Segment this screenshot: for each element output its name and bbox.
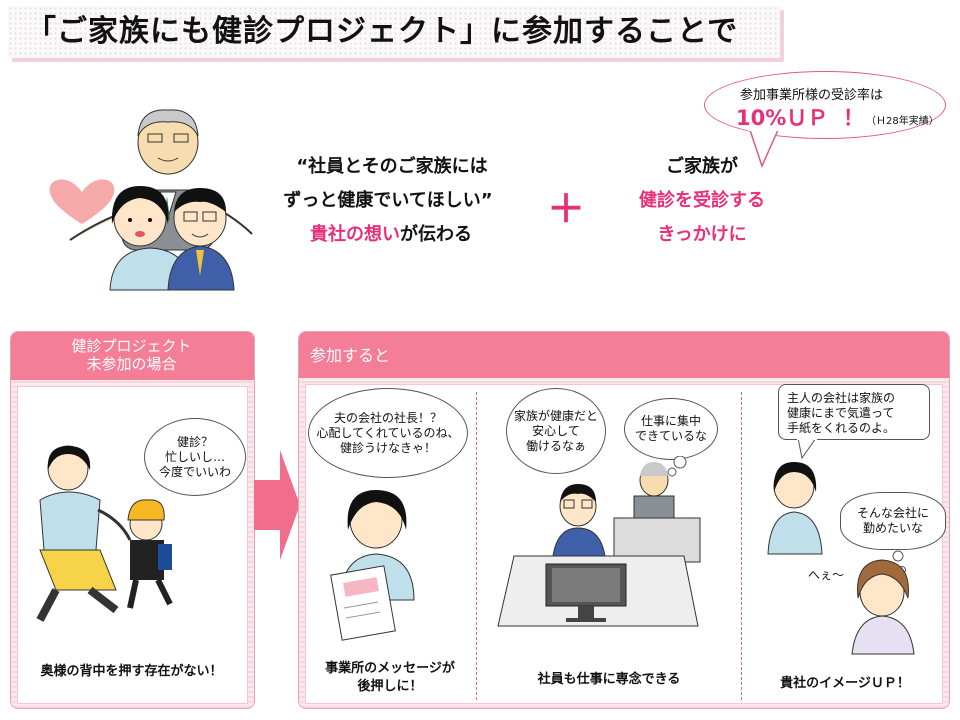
panel-left-caption: 奥様の背中を押す存在がない！ <box>40 664 223 679</box>
speech-box-tail <box>797 438 817 460</box>
busy-bubble-line-3: 今度でいいわ <box>158 464 231 479</box>
panel-left-header-line-1: 健診プロジェクト <box>71 337 192 355</box>
column-divider-2 <box>741 392 742 700</box>
message-rest: が伝わる <box>400 224 472 245</box>
neighbor-box-line-1: 主人の会社は家族の <box>787 391 896 405</box>
wife-bubble-line-2: 心配してくれているのね、 <box>316 425 460 440</box>
busy-mother-child-illustration <box>36 445 173 622</box>
hee-exclamation: へぇ～ <box>808 568 845 582</box>
busy-bubble-line-1: 健診？ <box>176 434 213 449</box>
boss-bubble-line-2: できているな <box>634 429 707 443</box>
rate-label: 参加事業所様の受診率は <box>740 88 884 103</box>
employee-speech-bubble: 家族が健康だと 安心して 働けるなぁ <box>506 388 606 474</box>
wife-bubble-line-3: 健診うけなきゃ！ <box>339 440 436 455</box>
busy-speech-bubble: 健診？ 忙しいし… 今度でいいわ <box>144 418 246 496</box>
panel-right-col1-caption-line-2: 後押しに！ <box>357 679 423 694</box>
admire-cloud-line-1: そんな会社に <box>856 506 929 520</box>
boss-bubble-line-1: 仕事に集中 <box>640 414 701 428</box>
page-title: 「ご家族にも健診プロジェクト」に参加することで <box>26 14 739 49</box>
panel-right-col3-caption: 貴社のイメージＵＰ！ <box>780 676 910 691</box>
admire-thought-cloud: そんな会社に 勤めたいな <box>840 492 946 550</box>
family-message-line-3: きっかけに <box>657 224 747 245</box>
busy-bubble-line-2: 忙しいし… <box>164 449 225 464</box>
wife-neighbor-speech-box: 主人の会社は家族の 健康にまで気遣って 手紙をくれるのよ。 <box>778 384 930 440</box>
neighbors-illustration <box>767 462 915 655</box>
panel-right-header-text: 参加すると <box>310 346 391 365</box>
arrow-right-icon <box>254 450 300 560</box>
rate-exclamation: ！ <box>843 106 864 130</box>
family-message-line-2: 健診を受診する <box>639 190 765 211</box>
wife-speech-bubble: 夫の会社の社長！？ 心配してくれているのね、 健診うけなきゃ！ <box>308 388 468 478</box>
heart-icon <box>49 179 115 224</box>
title-banner <box>8 6 780 58</box>
employee-bubble-line-1: 家族が健康だと <box>513 408 598 423</box>
message-line-3: 貴社の想いが伝わる <box>286 220 496 246</box>
column-divider-1 <box>476 392 477 700</box>
panel-right-header <box>299 332 949 378</box>
message-highlight: 貴社の想い <box>310 224 400 245</box>
rate-speech-bubble <box>704 71 946 139</box>
rate-note: （Ｈ28年実績） <box>866 116 939 127</box>
family-illustration <box>49 109 253 291</box>
rate-bubble-tail <box>748 128 780 169</box>
panel-left-header <box>11 332 254 380</box>
wife-letter-illustration <box>330 490 415 641</box>
neighbor-box-line-3: 手紙をくれるのよ。 <box>787 421 896 435</box>
panel-right-col2-caption: 社員も仕事に専念できる <box>537 672 681 687</box>
rate-up-value: 10%ＵＰ <box>736 106 829 130</box>
office-illustration <box>497 456 701 627</box>
neighbor-box-line-2: 健康にまで気遣って <box>787 406 895 420</box>
message-line-2: ずっと健康でいてほしい” <box>283 190 493 211</box>
employee-bubble-line-2: 安心して <box>532 423 580 438</box>
family-message-line-1: ご家族が <box>666 156 738 177</box>
admire-cloud-line-2: 勤めたいな <box>862 521 923 535</box>
panel-right-col1-caption-line-1: 事業所のメッセージが <box>325 661 455 676</box>
employee-bubble-line-3: 働けるなぁ <box>525 438 586 453</box>
panel-left-header-line-2: 未参加の場合 <box>86 355 177 373</box>
plus-sign: ＋ <box>547 187 586 231</box>
boss-thought-bubble: 仕事に集中 できているな <box>624 398 718 460</box>
wife-bubble-line-1: 夫の会社の社長！？ <box>333 410 442 425</box>
message-line-1: “社員とそのご家族には <box>296 156 488 177</box>
